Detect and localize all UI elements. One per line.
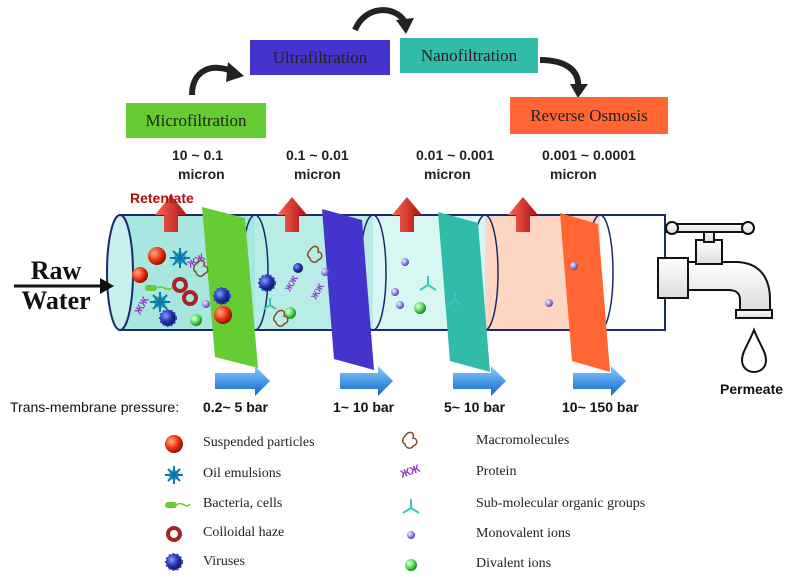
legend-icons: ЖЖ <box>165 431 422 571</box>
raw-water-line1: Raw <box>30 256 82 285</box>
curved-arrow-2 <box>352 7 414 34</box>
suspended-particle-icon <box>165 435 183 453</box>
particles-reverse-osmosis <box>545 262 578 307</box>
reverse-osmosis-size: 0.001 ~ 0.0001 micron <box>542 146 636 184</box>
flow-arrow <box>215 366 626 396</box>
tap-icon <box>657 221 773 319</box>
legend-item-suspended-particles: Suspended particles <box>203 435 315 450</box>
permeate-label: Permeate <box>720 381 784 397</box>
membrane-nanofiltration <box>438 212 490 372</box>
legend-item-viruses: Viruses <box>203 554 245 569</box>
colloidal-haze-icon <box>166 526 182 542</box>
bacteria-icon <box>165 502 191 508</box>
legend-item-monovalent-ions: Monovalent ions <box>476 526 571 541</box>
microfiltration-label: Microfiltration <box>126 103 266 138</box>
protein-icon: ЖЖ <box>398 463 422 481</box>
membrane-microfiltration <box>202 207 258 368</box>
particles-nanofiltration <box>391 258 463 314</box>
ultrafiltration-size-unit: micron <box>294 166 341 182</box>
curved-arrow-3 <box>539 57 588 98</box>
ultrafiltration-label: Ultrafiltration <box>250 40 390 75</box>
microfiltration-size-unit: micron <box>178 166 225 182</box>
ultrafiltration-size-range: 0.1 ~ 0.01 <box>286 147 349 163</box>
sub-molecular-group-icon <box>402 499 420 514</box>
ultrafiltration-size: 0.1 ~ 0.01 micron <box>286 146 349 184</box>
raw-water-line2: Water <box>21 286 91 315</box>
nanofiltration-size-range: 0.01 ~ 0.001 <box>416 147 495 163</box>
retentate-arrow <box>155 195 538 232</box>
water-drop-icon <box>740 327 768 374</box>
legend-item-oil-emulsions: Oil emulsions <box>203 466 282 481</box>
legend-item-sub-molecular-groups: Sub-molecular organic groups <box>476 496 646 511</box>
ultrafiltration-label-text: Ultrafiltration <box>272 47 368 67</box>
nanofiltration-pressure: 5~ 10 bar <box>444 399 506 415</box>
legend-item-divalent-ions: Divalent ions <box>476 556 552 571</box>
virus-icon <box>165 553 183 571</box>
oil-emulsion-icon <box>165 466 183 484</box>
retentate-label: Retentate <box>130 190 194 206</box>
nanofiltration-label: Nanofiltration <box>400 38 538 73</box>
ultrafiltration-pressure: 1~ 10 bar <box>333 399 395 415</box>
reverse-osmosis-size-unit: micron <box>550 166 597 182</box>
nanofiltration-label-text: Nanofiltration <box>420 45 518 65</box>
raw-water-label: Raw Water <box>14 256 98 316</box>
pressure-label: Trans-membrane pressure: <box>10 399 180 415</box>
macromolecule-icon <box>401 431 418 449</box>
reverse-osmosis-size-range: 0.001 ~ 0.0001 <box>542 147 636 163</box>
microfiltration-size-range: 10 ~ 0.1 <box>172 147 223 163</box>
microfiltration-pressure: 0.2~ 5 bar <box>203 399 268 415</box>
microfiltration-size: 10 ~ 0.1 micron <box>172 146 225 184</box>
microfiltration-label-text: Microfiltration <box>145 110 247 130</box>
nanofiltration-size-unit: micron <box>424 166 471 182</box>
raw-water-arrow <box>14 278 114 294</box>
legend-item-macromolecules: Macromolecules <box>476 433 570 448</box>
monovalent-ion-icon <box>407 531 415 539</box>
legend-item-bacteria: Bacteria, cells <box>203 496 283 511</box>
reverse-osmosis-pressure: 10~ 150 bar <box>562 399 639 415</box>
legend-item-protein: Protein <box>476 464 517 479</box>
reverse-osmosis-label-text: Reverse Osmosis <box>530 105 648 125</box>
membrane-reverse-osmosis <box>560 213 610 372</box>
divalent-ion-icon <box>405 559 417 571</box>
curved-arrow-1 <box>189 62 244 96</box>
nanofiltration-size: 0.01 ~ 0.001 micron <box>416 146 494 184</box>
reverse-osmosis-label: Reverse Osmosis <box>510 97 668 134</box>
membrane-ultrafiltration <box>322 209 374 370</box>
legend-item-colloidal-haze: Colloidal haze <box>203 525 285 540</box>
